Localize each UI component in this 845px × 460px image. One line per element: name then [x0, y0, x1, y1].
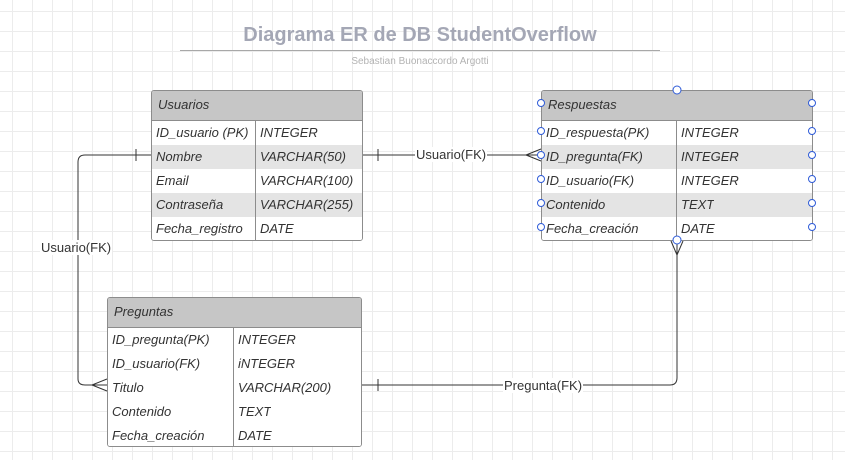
field-type: DATE: [260, 221, 294, 236]
field-name: Contenido: [108, 400, 234, 424]
field-name: Fecha_creación: [542, 217, 677, 240]
connection-point[interactable]: [808, 99, 816, 107]
field-name: ID_pregunta(FK): [542, 145, 677, 169]
connection-point[interactable]: [808, 127, 816, 135]
field-type: TEXT: [238, 404, 272, 419]
field-type: INTEGER: [681, 125, 739, 140]
table-row: ID_respuesta(PK) INTEGER: [542, 121, 812, 145]
table-row: ID_usuario(FK) INTEGER: [542, 169, 812, 193]
field-type: INTEGER: [681, 149, 739, 164]
resize-handle[interactable]: [672, 235, 682, 245]
table-row: ID_pregunta(FK) INTEGER: [542, 145, 812, 169]
crowfoot-marker: [670, 240, 678, 256]
field-name: Fecha_registro: [152, 217, 256, 240]
table-header: Respuestas: [542, 91, 812, 121]
relationship-label[interactable]: Usuario(FK): [40, 240, 113, 255]
connection-point[interactable]: [808, 151, 816, 159]
table-row: Contenido TEXT: [542, 193, 812, 217]
connection-point[interactable]: [537, 223, 545, 231]
table-header: Preguntas: [108, 298, 361, 328]
table-row: ID_usuario(FK) iNTEGER: [108, 352, 361, 376]
crowfoot-marker: [91, 378, 108, 386]
connection-point[interactable]: [808, 199, 816, 207]
diagram-subtitle: Sebastian Buonaccordo Argotti: [351, 56, 489, 67]
field-type: VARCHAR(200): [238, 380, 332, 395]
table-row: Fecha_creación DATE: [542, 217, 812, 240]
crowfoot-marker: [525, 148, 542, 156]
relationship-label[interactable]: Usuario(FK): [415, 147, 488, 162]
field-type: VARCHAR(255): [260, 197, 354, 212]
connection-point[interactable]: [537, 175, 545, 183]
connection-point[interactable]: [537, 151, 545, 159]
table-row: Contenido TEXT: [108, 400, 361, 424]
field-type: TEXT: [681, 197, 715, 212]
relationship-label[interactable]: Pregunta(FK): [503, 378, 584, 393]
table-row: ID_usuario (PK) INTEGER: [152, 121, 362, 145]
connector-preguntas-respuestas[interactable]: [362, 240, 684, 391]
field-type: VARCHAR(100): [260, 173, 354, 188]
diagram-title: Diagrama ER de DB StudentOverflow: [243, 24, 597, 46]
table-row: Contraseña VARCHAR(255): [152, 193, 362, 217]
field-name: ID_usuario(FK): [542, 169, 677, 193]
table-row: Fecha_registro DATE: [152, 217, 362, 240]
field-name: Contenido: [542, 193, 677, 217]
field-name: ID_respuesta(PK): [542, 121, 677, 145]
field-type: DATE: [238, 428, 272, 443]
title-underline: [180, 50, 660, 51]
table-preguntas[interactable]: Preguntas ID_pregunta(PK) INTEGER ID_usu…: [107, 297, 362, 447]
connection-point[interactable]: [808, 175, 816, 183]
field-name: ID_usuario(FK): [108, 352, 234, 376]
field-type: INTEGER: [681, 173, 739, 188]
resize-handle[interactable]: [672, 85, 682, 95]
table-usuarios[interactable]: Usuarios ID_usuario (PK) INTEGER Nombre …: [151, 90, 363, 241]
field-name: Titulo: [108, 376, 234, 400]
field-name: Contraseña: [152, 193, 256, 217]
table-row: Titulo VARCHAR(200): [108, 376, 361, 400]
field-type: INTEGER: [260, 125, 318, 140]
field-type: VARCHAR(50): [260, 149, 346, 164]
table-respuestas[interactable]: Respuestas ID_respuesta(PK) INTEGER ID_p…: [541, 90, 813, 241]
connection-point[interactable]: [537, 99, 545, 107]
field-name: Fecha_creación: [108, 424, 234, 446]
field-name: ID_usuario (PK): [152, 121, 256, 145]
table-header: Usuarios: [152, 91, 362, 121]
table-row: Fecha_creación DATE: [108, 424, 361, 446]
table-row: Email VARCHAR(100): [152, 169, 362, 193]
connector-usuarios-preguntas[interactable]: [77, 149, 151, 392]
field-name: ID_pregunta(PK): [108, 328, 234, 352]
field-type: INTEGER: [238, 332, 296, 347]
table-row: ID_pregunta(PK) INTEGER: [108, 328, 361, 352]
field-type: DATE: [681, 221, 715, 236]
field-name: Email: [152, 169, 256, 193]
table-row: Nombre VARCHAR(50): [152, 145, 362, 169]
field-type: iNTEGER: [238, 356, 296, 371]
connection-point[interactable]: [537, 127, 545, 135]
connection-point[interactable]: [537, 199, 545, 207]
connection-point[interactable]: [808, 223, 816, 231]
field-name: Nombre: [152, 145, 256, 169]
